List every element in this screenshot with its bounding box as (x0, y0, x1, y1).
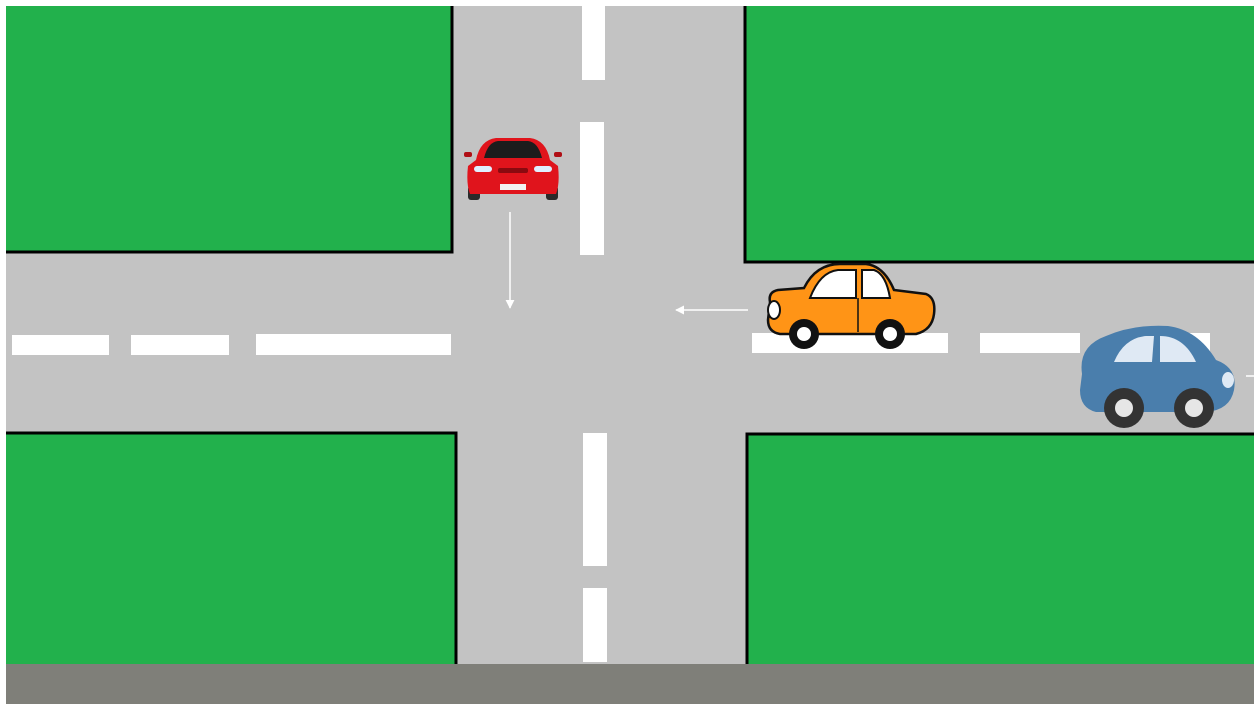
orange-car-hubcap (797, 327, 811, 341)
blue-car-hubcap (1185, 399, 1203, 417)
orange-car-hubcap (883, 327, 897, 341)
lane-dash (583, 433, 607, 566)
red-car-windshield (484, 141, 542, 158)
grass-block-top-right (745, 6, 1254, 262)
lane-dash (582, 6, 605, 80)
red-car-headlight (474, 166, 492, 172)
lane-dash (580, 122, 604, 255)
red-car-grille (498, 168, 528, 173)
lane-dash (131, 335, 229, 355)
lane-dash (980, 333, 1080, 353)
lane-dash (583, 588, 607, 662)
grass-block-top-left (6, 6, 452, 252)
grass-block-bottom-left (6, 433, 456, 664)
orange-car-headlight (768, 301, 780, 319)
grass-block-bottom-right (747, 434, 1254, 664)
red-car-mirror (554, 152, 562, 157)
red-car-headlight (534, 166, 552, 172)
lane-dash (256, 334, 451, 355)
lane-dash (752, 333, 948, 353)
lane-dash (12, 335, 109, 355)
red-car-license-plate (500, 184, 526, 190)
blue-car-hubcap (1115, 399, 1133, 417)
bottom-bar (6, 664, 1254, 704)
red-car-mirror (464, 152, 472, 157)
blue-car-headlight (1222, 372, 1234, 388)
